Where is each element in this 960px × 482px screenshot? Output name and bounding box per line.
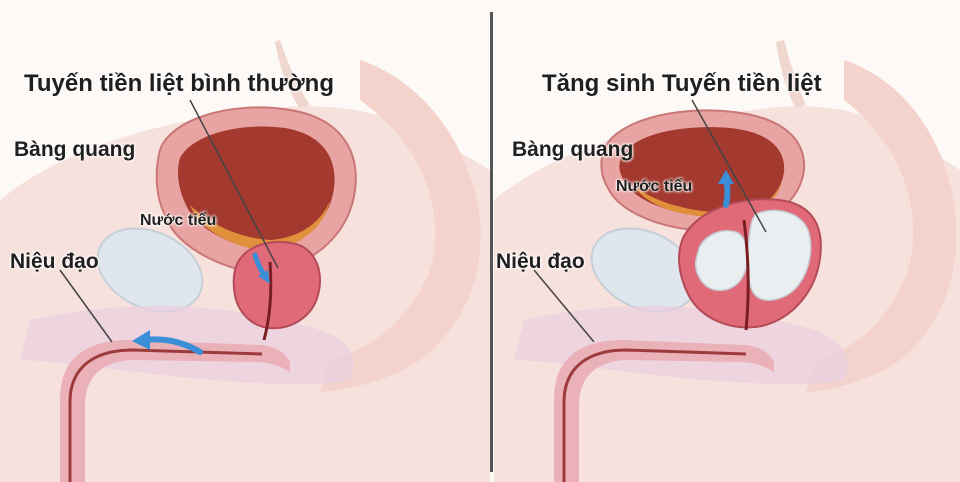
urine-label: Nước tiểu xyxy=(140,212,216,230)
urine-label: Nước tiểu xyxy=(616,178,692,196)
panel-normal-prostate: Tuyến tiền liệt bình thường Bàng quang N… xyxy=(0,0,490,482)
panel-prostate-hyperplasia: Tăng sinh Tuyến tiền liệt Bàng quang Nướ… xyxy=(494,0,960,482)
panel-title-normal: Tuyến tiền liệt bình thường xyxy=(24,70,334,98)
panel-title-hyperplasia: Tăng sinh Tuyến tiền liệt xyxy=(542,70,822,98)
urethra-label: Niệu đạo xyxy=(10,250,99,274)
prostate-normal xyxy=(234,242,320,328)
panel-divider xyxy=(490,12,493,472)
urethra-label: Niệu đạo xyxy=(496,250,585,274)
bladder-label: Bàng quang xyxy=(14,138,135,162)
bladder-label: Bàng quang xyxy=(512,138,633,162)
